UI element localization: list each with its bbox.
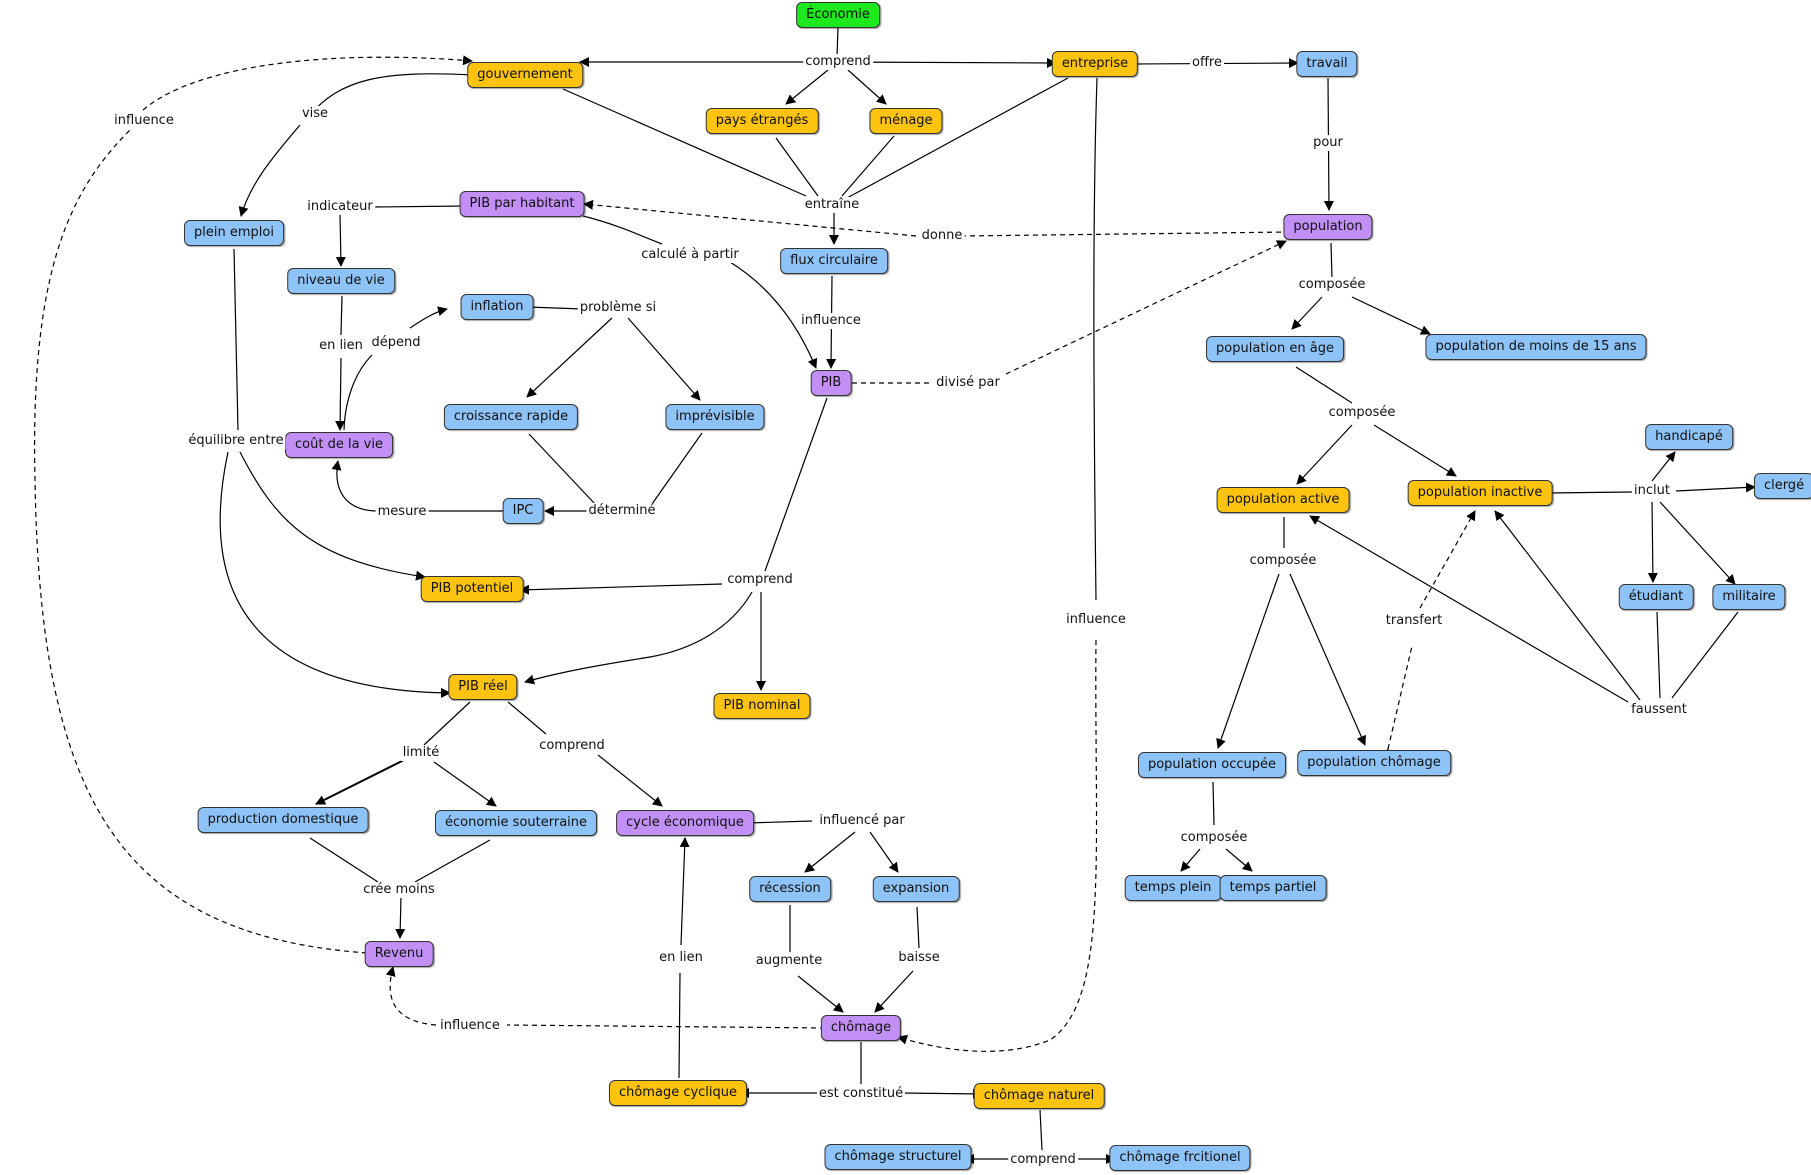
label-cree-moins: crée moins xyxy=(361,882,437,898)
node-etudiant[interactable]: étudiant xyxy=(1618,584,1694,610)
node-clerge[interactable]: clergé xyxy=(1753,473,1811,499)
node-cout-de-la-vie[interactable]: coût de la vie xyxy=(285,432,393,458)
node-chomage-structurel[interactable]: chômage structurel xyxy=(824,1144,972,1170)
node-pays-etranges[interactable]: pays étrangés xyxy=(705,108,819,134)
node-gouvernement[interactable]: gouvernement xyxy=(467,62,583,88)
node-production-domestique[interactable]: production domestique xyxy=(197,807,369,833)
node-economie-souterraine[interactable]: économie souterraine xyxy=(434,810,598,836)
label-influence-par: influencé par xyxy=(817,813,907,829)
node-entreprise[interactable]: entreprise xyxy=(1051,51,1139,77)
node-ipc[interactable]: IPC xyxy=(502,498,544,524)
node-expansion[interactable]: expansion xyxy=(872,876,960,902)
label-en-lien-1: en lien xyxy=(317,338,365,354)
label-composee-3: composée xyxy=(1247,553,1319,569)
node-temps-plein[interactable]: temps plein xyxy=(1124,875,1222,901)
label-calcule-a-partir: calculé à partir xyxy=(639,247,741,263)
node-chomage-naturel[interactable]: chômage naturel xyxy=(973,1083,1105,1109)
node-pib-reel[interactable]: PIB réel xyxy=(448,674,518,700)
label-comprend-reel: comprend xyxy=(537,738,607,754)
node-imprevisible[interactable]: imprévisible xyxy=(665,404,765,430)
node-pib-par-habitant[interactable]: PIB par habitant xyxy=(459,191,585,217)
label-offre: offre xyxy=(1190,55,1224,71)
label-divise-par: divisé par xyxy=(934,375,1002,391)
node-flux-circulaire[interactable]: flux circulaire xyxy=(780,248,888,274)
node-population-en-age[interactable]: population en âge xyxy=(1206,336,1344,362)
node-population[interactable]: population xyxy=(1283,214,1373,240)
node-pib-potentiel[interactable]: PIB potentiel xyxy=(420,576,524,602)
node-inflation[interactable]: inflation xyxy=(460,294,534,320)
label-equilibre-entre: équilibre entre xyxy=(186,433,286,449)
label-composee-4: composée xyxy=(1178,830,1250,846)
node-population-chomage[interactable]: population chômage xyxy=(1297,750,1451,776)
label-inclut: inclut xyxy=(1632,483,1672,499)
label-determine: déterminé xyxy=(586,503,658,519)
label-faussent: faussent xyxy=(1629,702,1689,718)
label-depend: dépend xyxy=(369,335,423,351)
label-indicateur: indicateur xyxy=(305,199,375,215)
label-baisse: baisse xyxy=(896,950,942,966)
label-pour: pour xyxy=(1311,135,1345,151)
node-handicape[interactable]: handicapé xyxy=(1645,424,1733,450)
node-chomage-frcitionel[interactable]: chômage frcitionel xyxy=(1109,1145,1251,1171)
node-pib-nominal[interactable]: PIB nominal xyxy=(713,693,811,719)
label-mesure: mesure xyxy=(375,504,429,520)
label-comprend-bottom: comprend xyxy=(1008,1152,1078,1168)
label-comprend-pib: comprend xyxy=(725,572,795,588)
node-plein-emploi[interactable]: plein emploi xyxy=(184,220,284,246)
node-travail[interactable]: travail xyxy=(1296,51,1358,77)
label-comprend-top: comprend xyxy=(803,54,873,70)
node-militaire[interactable]: militaire xyxy=(1712,584,1786,610)
node-economie[interactable]: Économie xyxy=(796,2,880,28)
label-composee-1: composée xyxy=(1296,277,1368,293)
node-menage[interactable]: ménage xyxy=(869,108,943,134)
label-limite: limité xyxy=(400,745,442,761)
node-population-moins-15[interactable]: population de moins de 15 ans xyxy=(1425,334,1647,360)
node-chomage-cyclique[interactable]: chômage cyclique xyxy=(608,1080,748,1106)
label-vise: vise xyxy=(299,106,331,122)
label-entraine: entraîne xyxy=(802,197,862,213)
node-chomage[interactable]: chômage xyxy=(820,1015,902,1041)
node-croissance-rapide[interactable]: croissance rapide xyxy=(443,404,579,430)
node-niveau-de-vie[interactable]: niveau de vie xyxy=(287,268,395,294)
node-population-active[interactable]: population active xyxy=(1216,487,1350,513)
node-pib[interactable]: PIB xyxy=(810,370,852,396)
label-influence-flux: influence xyxy=(799,313,863,329)
label-est-constitue: est constitué xyxy=(816,1086,906,1102)
label-composee-2: composée xyxy=(1326,405,1398,421)
label-influence-left: influence xyxy=(112,113,176,129)
label-transfert: transfert xyxy=(1383,613,1445,629)
node-cycle-economique[interactable]: cycle économique xyxy=(616,810,754,836)
label-probleme-si: problème si xyxy=(577,300,659,316)
node-temps-partiel[interactable]: temps partiel xyxy=(1219,875,1327,901)
node-population-occupee[interactable]: population occupée xyxy=(1137,752,1287,778)
label-augmente: augmente xyxy=(753,953,825,969)
label-en-lien-2: en lien xyxy=(657,950,705,966)
node-population-inactive[interactable]: population inactive xyxy=(1407,480,1553,506)
label-influence-bottom: influence xyxy=(438,1018,502,1034)
label-donne: donne xyxy=(919,228,965,244)
label-influence-right: influence xyxy=(1064,612,1128,628)
node-revenu[interactable]: Revenu xyxy=(364,941,434,967)
node-recession[interactable]: récession xyxy=(749,876,831,902)
